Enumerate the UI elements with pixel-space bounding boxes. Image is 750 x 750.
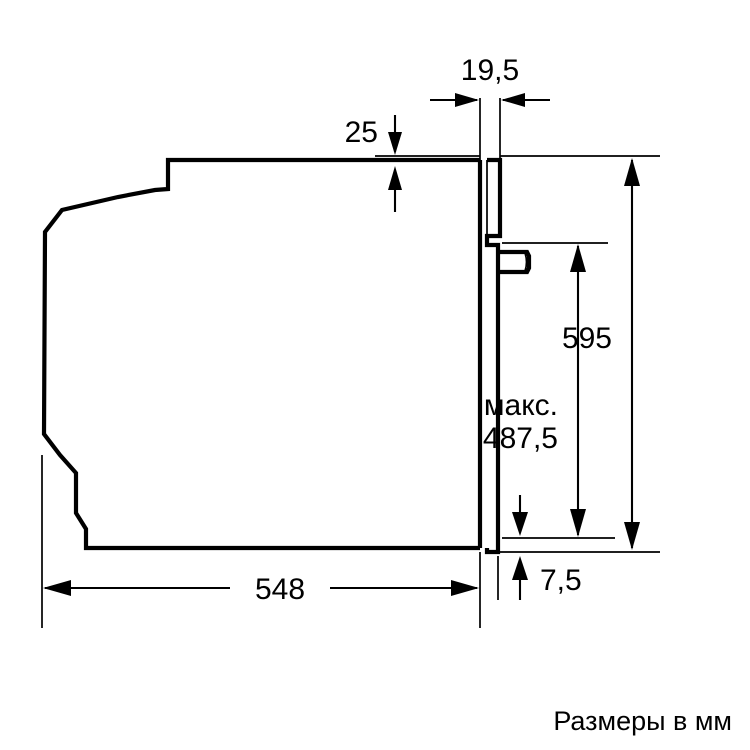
max-opening-label-line1: макс. bbox=[484, 389, 558, 422]
max-opening-arrow-up bbox=[570, 244, 586, 272]
body-depth-dimension: 548 bbox=[43, 573, 479, 606]
max-opening-height-dimension: макс. 487,5 bbox=[483, 244, 586, 537]
door-handle-end-cap bbox=[524, 252, 528, 272]
max-opening-arrow-down bbox=[570, 509, 586, 537]
door-thickness-arrow-right bbox=[455, 93, 479, 107]
door-thickness-arrow-left bbox=[501, 93, 525, 107]
door-thickness-label: 19,5 bbox=[461, 54, 519, 87]
total-height-arrow-up bbox=[624, 158, 640, 186]
door-handle bbox=[498, 249, 532, 275]
bottom-gap-arrow-up bbox=[512, 556, 528, 580]
bottom-gap-arrow-down bbox=[512, 512, 528, 536]
bottom-gap-dimension: 7,5 bbox=[512, 495, 582, 600]
top-gap-dimension: 25 bbox=[345, 115, 402, 212]
max-opening-label-line2: 487,5 bbox=[483, 422, 558, 455]
top-gap-arrow-down bbox=[388, 132, 402, 155]
top-gap-arrow-up bbox=[388, 166, 402, 190]
body-depth-arrow-right bbox=[451, 580, 479, 596]
body-depth-label: 548 bbox=[255, 573, 305, 606]
bottom-gap-label: 7,5 bbox=[540, 564, 582, 597]
total-height-label: 595 bbox=[562, 322, 612, 355]
body-depth-arrow-left bbox=[43, 580, 71, 596]
top-gap-label: 25 bbox=[345, 116, 378, 149]
oven-body-outline bbox=[41, 157, 480, 551]
units-caption: Размеры в мм bbox=[553, 706, 732, 736]
total-height-arrow-down bbox=[624, 522, 640, 550]
door-thickness-dimension: 19,5 bbox=[430, 54, 550, 107]
total-height-dimension: 595 bbox=[562, 158, 640, 550]
oven-door-outer-panel bbox=[484, 157, 503, 555]
